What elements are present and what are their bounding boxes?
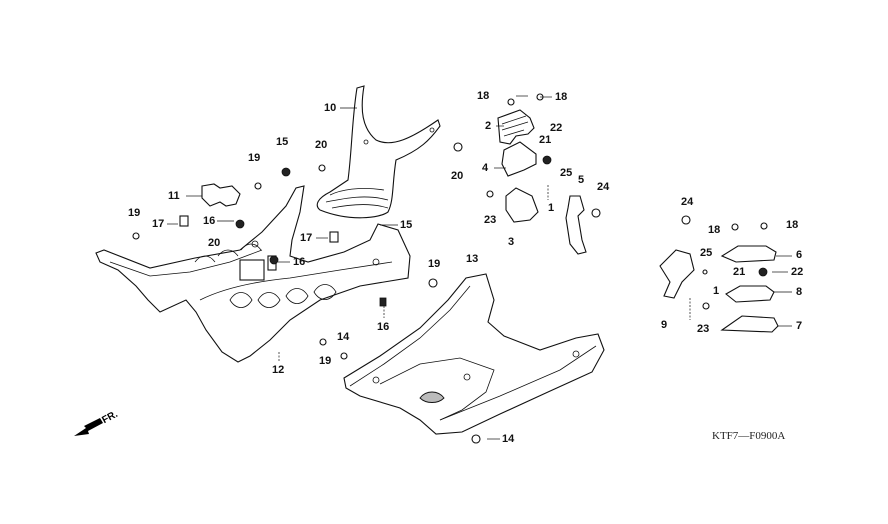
part-3-step-base — [505, 187, 539, 223]
callout-18: 18 — [555, 91, 568, 103]
callout-14: 14 — [337, 331, 350, 343]
part-11-lid — [201, 183, 241, 207]
callout-1: 1 — [713, 285, 720, 297]
callout-20: 20 — [451, 170, 464, 182]
callout-3: 3 — [508, 236, 515, 248]
fasteners — [132, 93, 768, 444]
part-4-hinge — [501, 141, 537, 177]
part-10-inner-cover — [316, 85, 441, 219]
callout-23: 23 — [697, 323, 710, 335]
callout-7: 7 — [796, 320, 803, 332]
callout-15: 15 — [400, 219, 413, 231]
callout-17: 17 — [300, 232, 313, 244]
callout-19: 19 — [428, 258, 441, 270]
callout-24: 24 — [597, 181, 610, 193]
callout-18: 18 — [477, 90, 490, 102]
callout-16: 16 — [377, 321, 390, 333]
callout-9: 9 — [661, 319, 668, 331]
callout-10: 10 — [324, 102, 337, 114]
callout-5: 5 — [578, 174, 585, 186]
leader-lines — [167, 95, 792, 440]
part-2-step-pad — [497, 109, 535, 145]
callout-17: 17 — [152, 218, 165, 230]
callout-21: 21 — [733, 266, 746, 278]
callout-25: 25 — [700, 247, 713, 259]
part-6-step-pad — [720, 245, 777, 263]
callout-11: 11 — [168, 190, 180, 202]
front-direction-arrow — [74, 418, 103, 436]
callout-16: 16 — [293, 256, 306, 268]
callout-19: 19 — [248, 152, 261, 164]
callout-19: 19 — [128, 207, 141, 219]
part-9-arm — [659, 249, 695, 299]
callout-14: 14 — [502, 433, 515, 445]
callout-21: 21 — [539, 134, 552, 146]
callout-18: 18 — [786, 219, 799, 231]
callout-20: 20 — [315, 139, 328, 151]
callout-4: 4 — [482, 162, 489, 174]
callout-20: 20 — [208, 237, 221, 249]
callout-18: 18 — [708, 224, 721, 236]
callout-8: 8 — [796, 286, 803, 298]
callout-12: 12 — [272, 364, 285, 376]
callout-6: 6 — [796, 249, 803, 261]
callout-24: 24 — [681, 196, 694, 208]
part-7-step-base — [720, 315, 779, 333]
part-8-hinge-plate — [725, 285, 775, 303]
part-5-link-arm — [565, 195, 587, 255]
callout-22: 22 — [550, 122, 563, 134]
callout-25: 25 — [560, 167, 573, 179]
diagram-code: KTF7—F0900A — [712, 430, 786, 442]
callout-23: 23 — [484, 214, 497, 226]
part-13-floor-skirt — [343, 273, 605, 435]
callout-16: 16 — [203, 215, 216, 227]
callout-1: 1 — [548, 202, 555, 214]
callout-15: 15 — [276, 136, 289, 148]
callout-2: 2 — [485, 120, 492, 132]
callout-13: 13 — [466, 253, 479, 265]
callout-22: 22 — [791, 266, 804, 278]
callout-19: 19 — [319, 355, 332, 367]
